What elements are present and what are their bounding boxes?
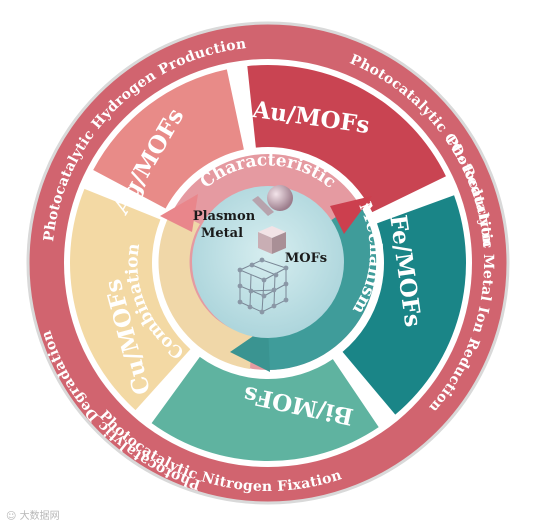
- segment-bi-mofs: [151, 356, 379, 461]
- watermark: ☺ 大数据网: [6, 511, 60, 522]
- cycle-band-mechanism: [268, 202, 377, 371]
- cycle-band-combination: [158, 210, 252, 369]
- metal-sphere-icon: [267, 185, 293, 211]
- center-label-metal: Metal: [201, 226, 243, 241]
- segment-fe-mofs: [342, 195, 466, 415]
- arrow-head-characteristic: [330, 196, 372, 234]
- segment-cu-mofs: [69, 188, 191, 411]
- arrow-head-combination: [160, 194, 198, 232]
- center-label-plasmon: Plasmon: [193, 209, 256, 224]
- mof-lattice-nodes: [237, 257, 289, 315]
- segment-ag-mofs: [93, 69, 244, 209]
- metal-rod-icon: [252, 196, 274, 216]
- segment-au-mofs: [247, 65, 446, 213]
- metal-cube-icon: [258, 226, 286, 254]
- center-label-mofs: MOFs: [285, 251, 327, 266]
